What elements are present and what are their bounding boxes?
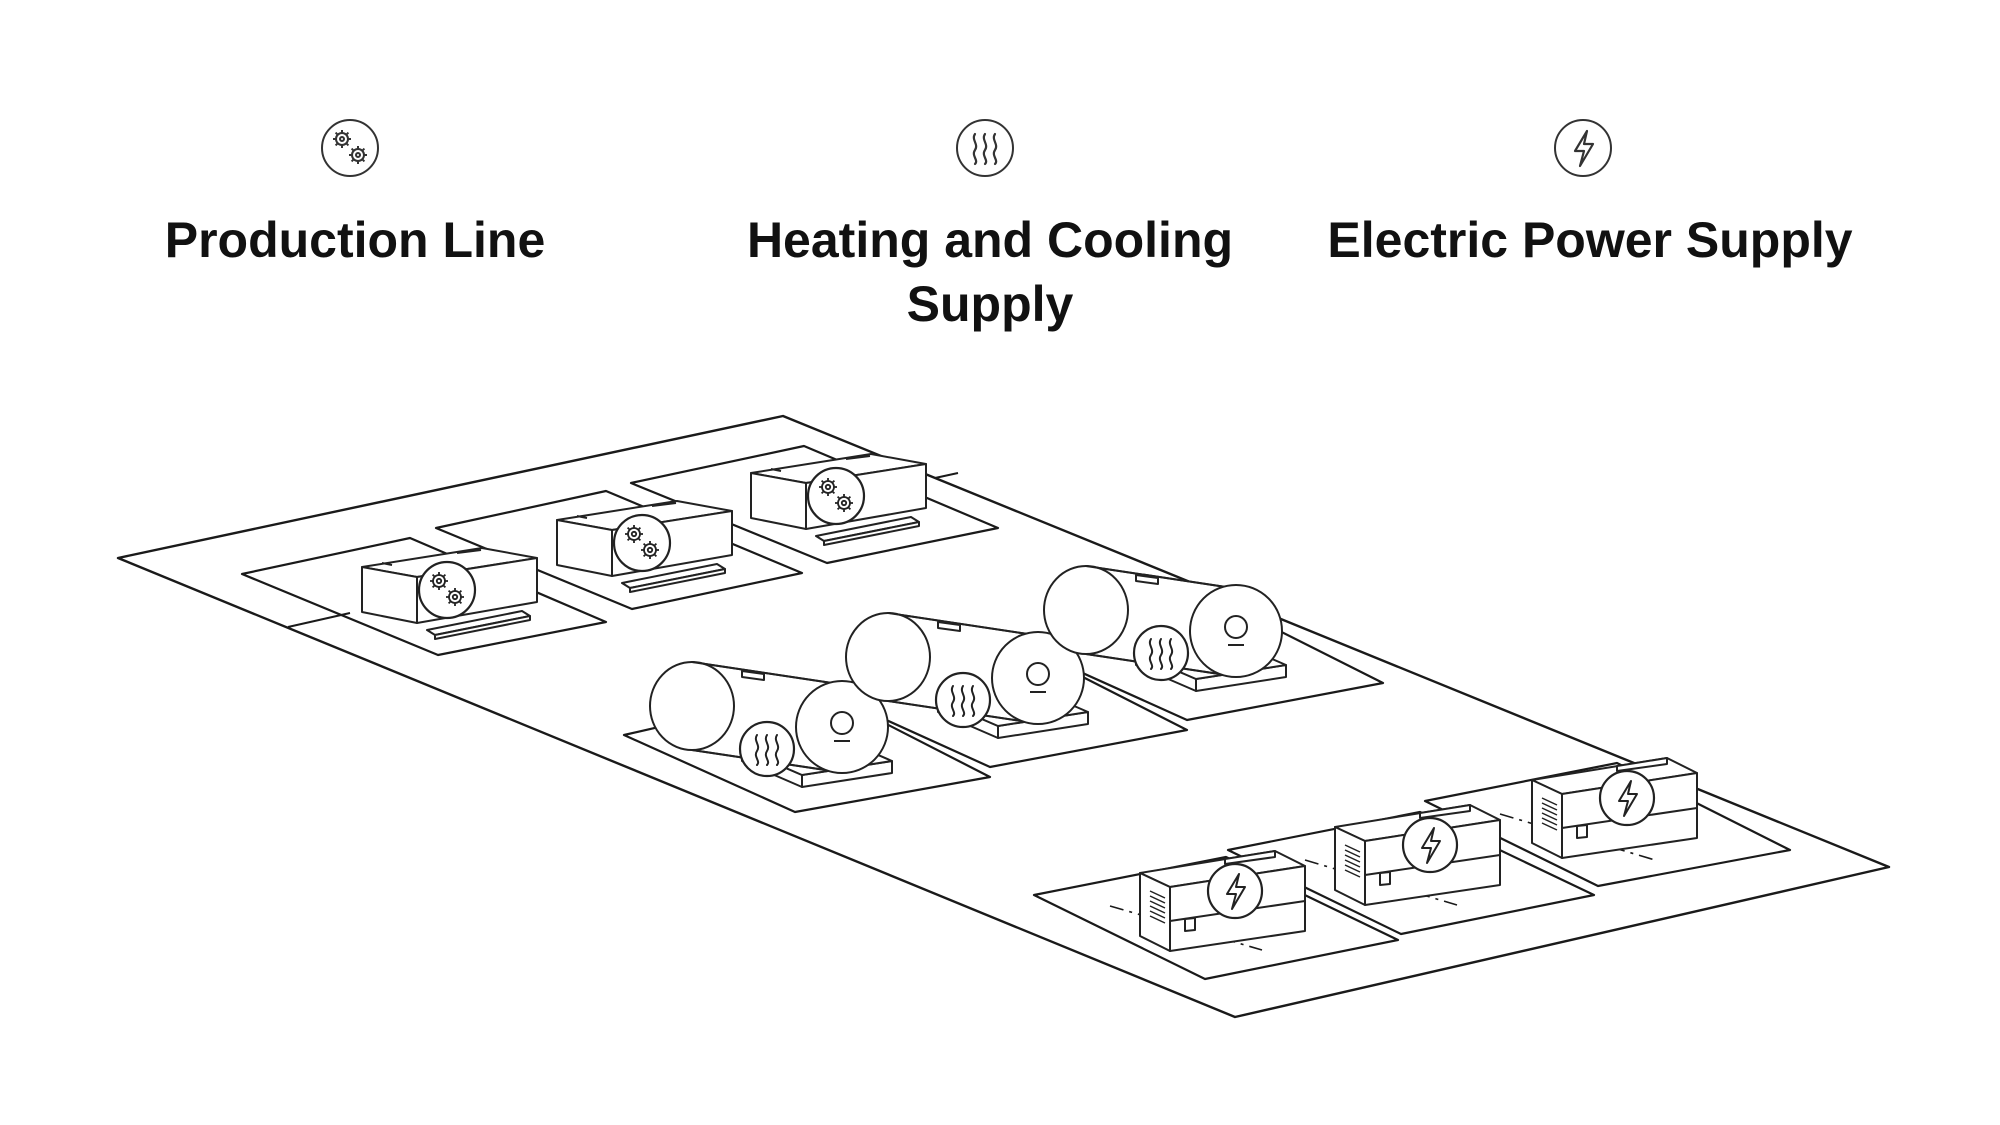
heat-waves-icon: [956, 119, 1014, 177]
legend-label-heating-cooling-supply: Heating and Cooling Supply: [746, 212, 1234, 332]
floor-outline: [116, 414, 1891, 1019]
production-machine-3: [751, 454, 926, 545]
legend-label-electric-power-supply: Electric Power Supply: [1327, 212, 1853, 268]
power-generator-3: [1532, 758, 1697, 858]
gears-icon: [321, 119, 379, 177]
lightning-bolt-icon: [1554, 119, 1612, 177]
production-machine-1: [362, 548, 537, 639]
power-generator-1: [1140, 851, 1305, 951]
production-machine-2: [557, 501, 732, 592]
power-generator-2: [1335, 805, 1500, 905]
legend-label-production-line: Production Line: [164, 212, 546, 268]
production-zone-pads: [240, 444, 1000, 657]
